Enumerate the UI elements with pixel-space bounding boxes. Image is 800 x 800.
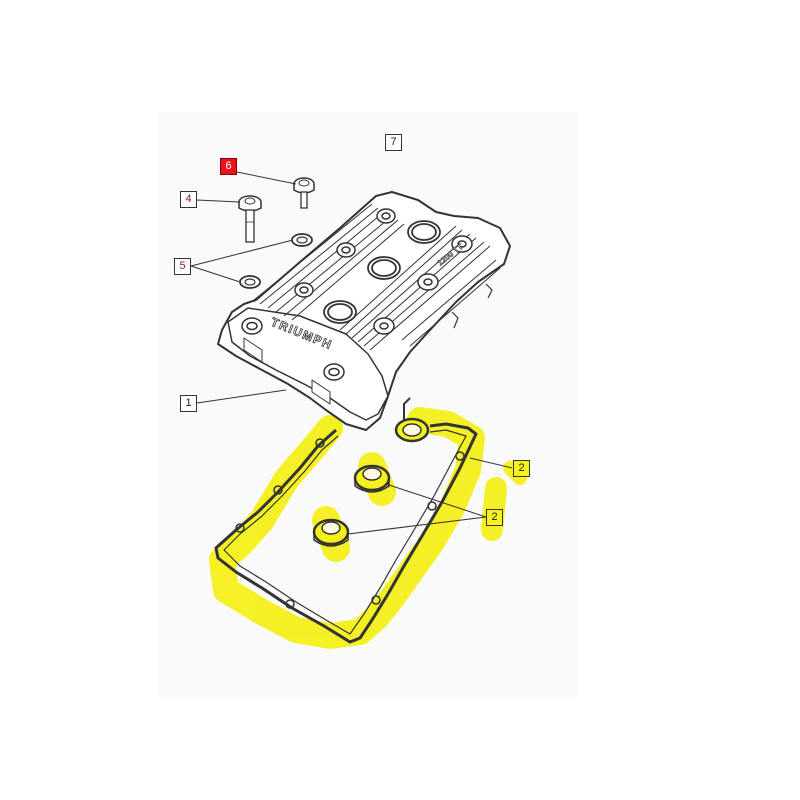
tube-seal-ring[interactable]: [394, 397, 430, 443]
washer-lower[interactable]: [239, 275, 261, 289]
callout-5[interactable]: 5: [174, 258, 191, 275]
washer-upper[interactable]: [291, 233, 313, 247]
cover-bolt-short[interactable]: [293, 177, 315, 209]
grommet-upper[interactable]: [353, 464, 391, 493]
callout-2-grommets[interactable]: 2: [486, 509, 503, 526]
callout-4[interactable]: 4: [180, 191, 197, 208]
cover-gasket[interactable]: [214, 422, 478, 644]
callout-6[interactable]: 6: [220, 158, 237, 175]
leader-lines: [190, 171, 513, 535]
valve-cover[interactable]: [217, 191, 511, 431]
callout-2-gasket[interactable]: 2: [513, 460, 530, 477]
callout-1[interactable]: 1: [180, 395, 197, 412]
grommet-lower[interactable]: [312, 518, 350, 547]
callout-7[interactable]: 7: [385, 134, 402, 151]
cover-bolt-long[interactable]: [238, 195, 262, 243]
